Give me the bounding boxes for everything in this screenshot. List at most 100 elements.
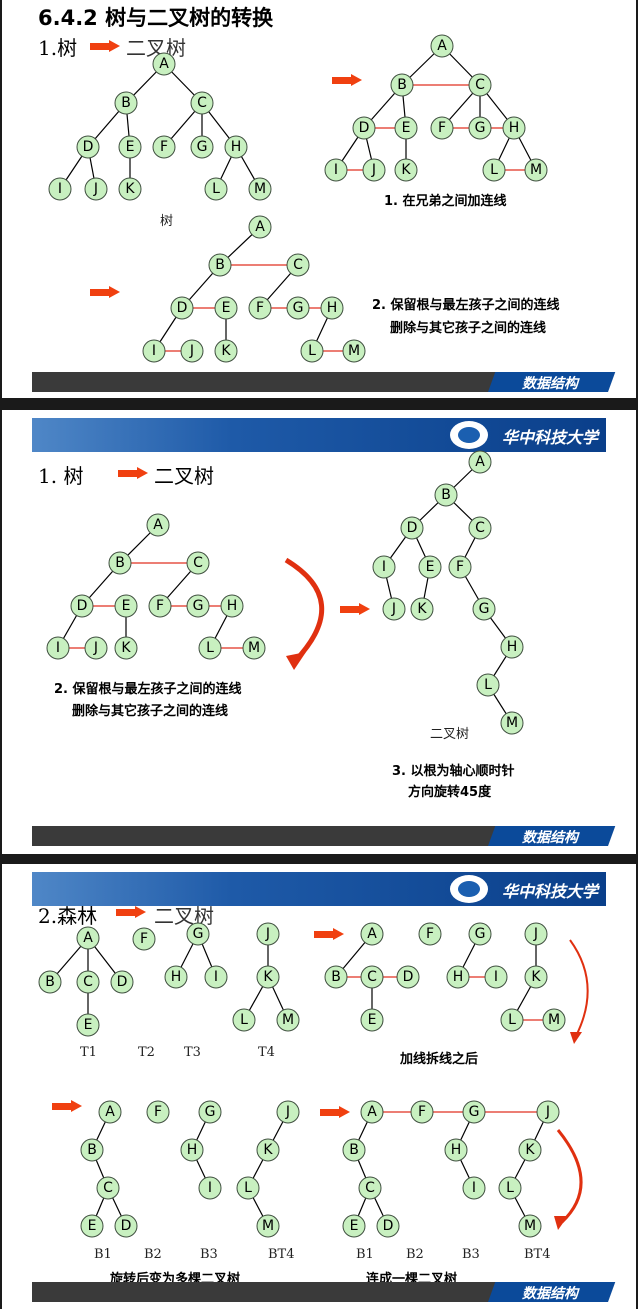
tree-label: B3 [462,1247,480,1262]
university-logo-icon [450,421,488,449]
svg-text:G: G [475,926,486,942]
tree-node: E [360,1008,384,1032]
svg-text:F: F [256,300,264,316]
tree-node: A [76,926,100,950]
tree-diagrams: A B C D E F G H I J K L M [46,450,524,735]
rotate-arrow-icon [284,557,324,662]
svg-text:L: L [484,677,492,693]
svg-text:K: K [263,1142,273,1158]
tree-node: F [448,555,472,579]
tree-node: M [242,636,266,660]
svg-text:K: K [125,181,135,197]
svg-text:K: K [221,343,231,359]
svg-text:I: I [208,1180,212,1196]
tree-node: H [502,116,526,140]
svg-text:A: A [367,1104,377,1120]
footer-bar: 数据结构 [32,826,616,846]
svg-text:I: I [494,969,498,985]
svg-text:M: M [254,181,266,197]
rotate-arrow-icon [569,939,589,1037]
tree-node: C [186,551,210,575]
tree-label: B3 [200,1247,218,1262]
tree-node: C [468,516,492,540]
tree-node: J [524,922,548,946]
tree-node: M [276,1008,300,1032]
step-2-line-2: 删除与其它孩子之间的连线 [390,321,547,336]
university-logo-icon [450,875,488,903]
tree-node: G [186,922,210,946]
tree-diagrams: A B C D E F G H I J K L M A B C [38,922,589,1238]
svg-text:G: G [193,926,204,942]
tree-node: G [198,1100,222,1124]
tree-node: A [430,34,454,58]
tree-node: K [118,177,142,201]
tree-label: T4 [258,1045,275,1060]
svg-text:I: I [472,1180,476,1196]
tree-node: J [180,339,204,363]
svg-text:H: H [327,300,338,316]
tree-node: F [418,922,442,946]
svg-text:H: H [187,1142,198,1158]
svg-text:B: B [441,487,451,503]
svg-text:K: K [417,601,427,617]
svg-text:M: M [248,640,260,656]
tree-node: C [286,253,310,277]
tree-node: K [256,1138,280,1162]
svg-text:E: E [402,120,411,136]
tree-node: B [324,965,348,989]
tree-node: L [232,1008,256,1032]
footer-bar: 数据结构 [32,1282,616,1302]
tree-node: I [204,965,228,989]
right-arrow-icon [52,1100,82,1112]
svg-text:C: C [365,1180,375,1196]
svg-text:J: J [93,181,98,197]
tree-node: B [108,551,132,575]
svg-text:H: H [451,1142,462,1158]
svg-text:J: J [189,343,194,359]
svg-text:A: A [105,1104,115,1120]
tree-node: H [444,1138,468,1162]
svg-text:A: A [83,930,93,946]
tree-node: M [518,1214,542,1238]
tree-node: L [500,1008,524,1032]
tree-node: A [360,922,384,946]
tree-node: M [542,1008,566,1032]
tree-node: B [434,483,458,507]
svg-text:E: E [126,139,135,155]
svg-text:G: G [193,598,204,614]
tree-node: F [152,135,176,159]
svg-text:D: D [359,120,370,136]
svg-text:B: B [121,95,131,111]
right-arrow-icon [340,603,370,615]
right-arrow-icon [320,1106,350,1118]
tree-node: B [342,1138,366,1162]
tree-node: H [164,965,188,989]
svg-text:L: L [508,1012,516,1028]
svg-text:L: L [240,1012,248,1028]
tree-node: A [468,450,492,474]
svg-text:A: A [475,454,485,470]
tree-node: B [390,73,414,97]
tree-node: B [38,970,62,994]
tree-node: F [410,1100,434,1124]
svg-text:J: J [533,926,538,942]
svg-text:H: H [509,120,520,136]
svg-text:M: M [348,343,360,359]
tree-node: H [224,135,248,159]
tree-node: E [76,1013,100,1037]
tree-node: K [410,597,434,621]
tree-node: D [170,296,194,320]
svg-text:I: I [334,162,338,178]
tree-node: A [98,1100,122,1124]
tree-node: L [476,673,500,697]
tree-node: E [118,135,142,159]
svg-text:L: L [206,640,214,656]
tree-node: J [362,158,386,182]
tree-node: L [482,158,506,182]
tree-node: F [248,296,272,320]
tree-node: G [468,922,492,946]
tree-label: T3 [184,1045,201,1060]
tree-node: D [110,970,134,994]
tree-caption: 树 [160,214,174,229]
svg-text:B: B [87,1142,97,1158]
